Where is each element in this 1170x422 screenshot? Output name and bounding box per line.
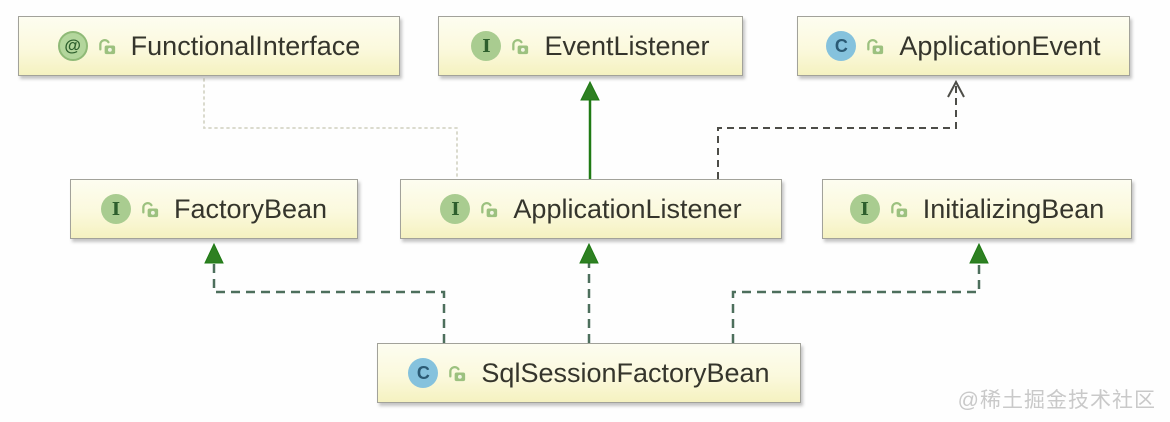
implements-arrowhead (204, 242, 224, 264)
node-functional-interface[interactable]: @ FunctionalInterface (18, 16, 400, 76)
edge-implements-sqlsessionfactorybean-initializingbean (731, 242, 989, 343)
interface-icon: I (100, 194, 131, 224)
node-application-listener[interactable]: I ApplicationListener (400, 179, 782, 239)
node-label: FactoryBean (173, 193, 328, 224)
public-lock-icon (512, 38, 529, 54)
annotation-icon: @ (57, 31, 88, 61)
public-lock-icon (142, 201, 159, 217)
class-icon: C (408, 358, 439, 388)
node-label: ApplicationListener (513, 193, 742, 224)
interface-icon: I (471, 31, 502, 61)
edge-extends-applicationlistener-eventlistener (580, 80, 600, 179)
public-lock-icon (867, 38, 884, 54)
node-initializing-bean[interactable]: I InitializingBean (822, 179, 1132, 239)
class-icon: C (826, 31, 857, 61)
node-label: InitializingBean (922, 193, 1105, 224)
edge-dependency-applicationlistener-applicationevent (717, 79, 965, 179)
interface-icon: I (849, 194, 880, 224)
dependency-arrowhead (947, 79, 965, 98)
edge-implements-sqlsessionfactorybean-applicationlistener (579, 242, 599, 343)
edge-annotation-applicationlistener-functionalinterface (203, 78, 458, 179)
node-application-event[interactable]: C ApplicationEvent (797, 16, 1130, 76)
watermark: @稀土掘金技术社区 (957, 389, 1156, 412)
edge-implements-sqlsessionfactorybean-factorybean (204, 242, 446, 343)
interface-icon: I (440, 194, 471, 224)
node-event-listener[interactable]: I EventListener (438, 16, 743, 76)
implements-arrowhead (969, 242, 989, 264)
node-factory-bean[interactable]: I FactoryBean (70, 179, 358, 239)
node-label: EventListener (544, 30, 710, 61)
public-lock-icon (890, 201, 907, 217)
implements-arrowhead (579, 242, 599, 264)
public-lock-icon (98, 38, 115, 54)
node-label: FunctionalInterface (130, 30, 361, 61)
public-lock-icon (449, 365, 466, 381)
node-sql-session-factory-bean[interactable]: C SqlSessionFactoryBean (377, 343, 801, 403)
node-label: SqlSessionFactoryBean (481, 357, 770, 388)
node-label: ApplicationEvent (899, 30, 1101, 61)
public-lock-icon (481, 201, 498, 217)
extends-arrowhead (580, 80, 600, 101)
